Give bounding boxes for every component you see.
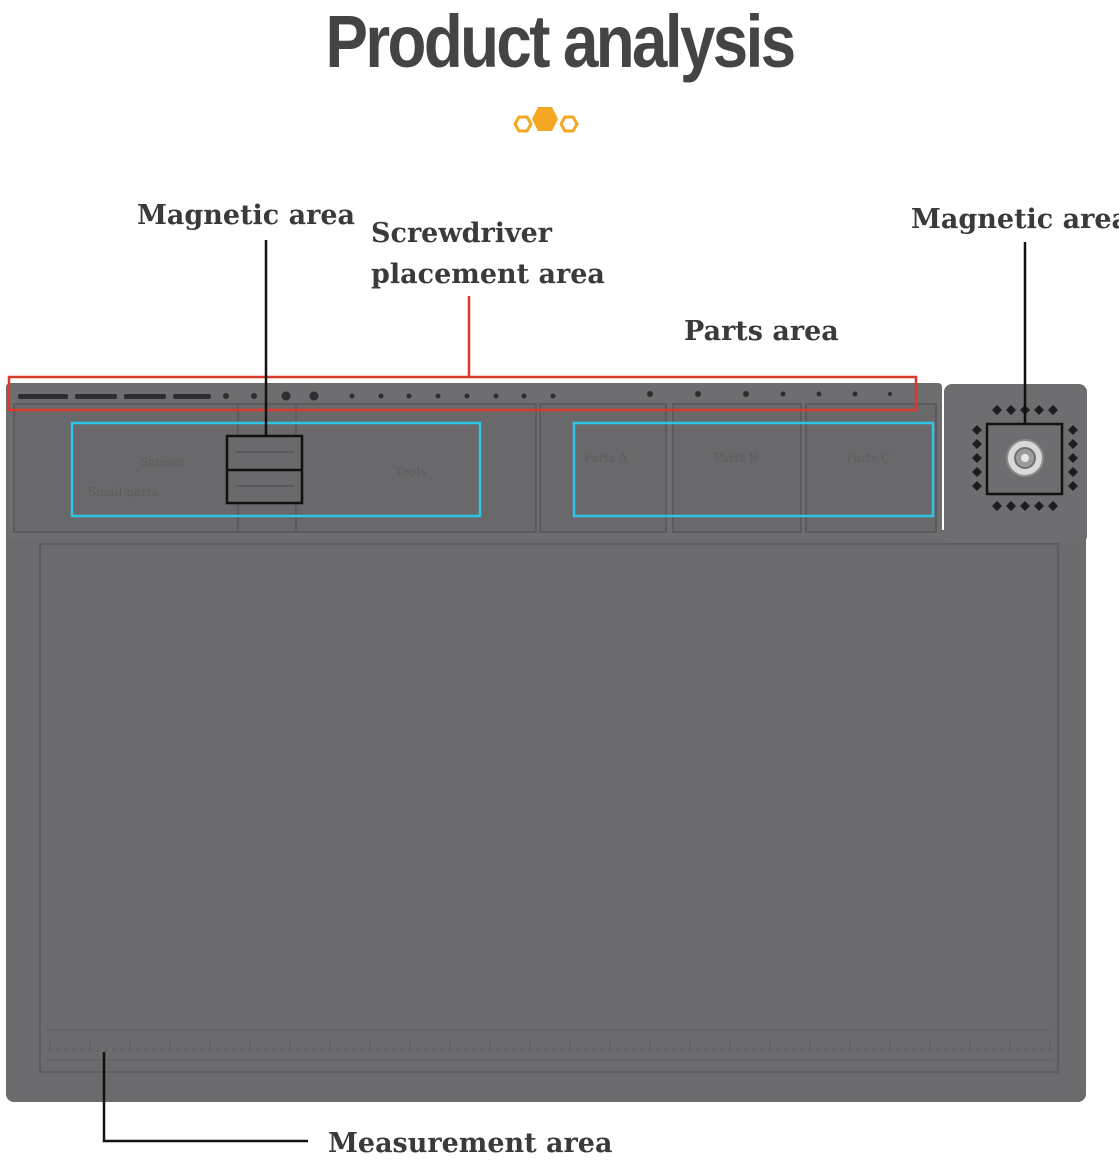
compartment-label-screws: Screws	[140, 455, 184, 469]
measurement-area-label: Measurement area	[328, 1128, 613, 1159]
compartment-label-small-parts: Small parts	[88, 485, 158, 499]
parts-area-label: Parts area	[684, 316, 839, 347]
compartment-label-parts-c: Parts C	[846, 451, 890, 465]
magnetic-area-label-right: Magnetic area	[911, 204, 1119, 235]
screwdriver-label-line2: placement area	[371, 259, 605, 290]
page-title: Product analysis	[325, 0, 796, 83]
compartment-label-parts-a: Parts A	[584, 451, 628, 465]
magnetic-screw-icon	[972, 405, 1078, 511]
compartment-label-parts-b: Parts B	[714, 451, 758, 465]
screwdriver-label-line1: Screwdriver	[371, 218, 553, 249]
hexagon-trio-icon	[513, 107, 579, 133]
parts-highlight-box	[572, 421, 935, 518]
silicone-mat: Screws Small parts Tools Parts A Parts B…	[6, 383, 1087, 1102]
magnetic-area-label-left: Magnetic area	[137, 200, 356, 231]
magnetic-area-left-box	[225, 434, 304, 505]
screwdriver-highlight-box	[7, 375, 918, 412]
ruler-ticks	[46, 1029, 1052, 1061]
callout-line-measurement	[102, 1052, 308, 1143]
compartment-highlight-box-left	[70, 421, 482, 518]
compartment-label-tools: Tools	[395, 465, 427, 479]
